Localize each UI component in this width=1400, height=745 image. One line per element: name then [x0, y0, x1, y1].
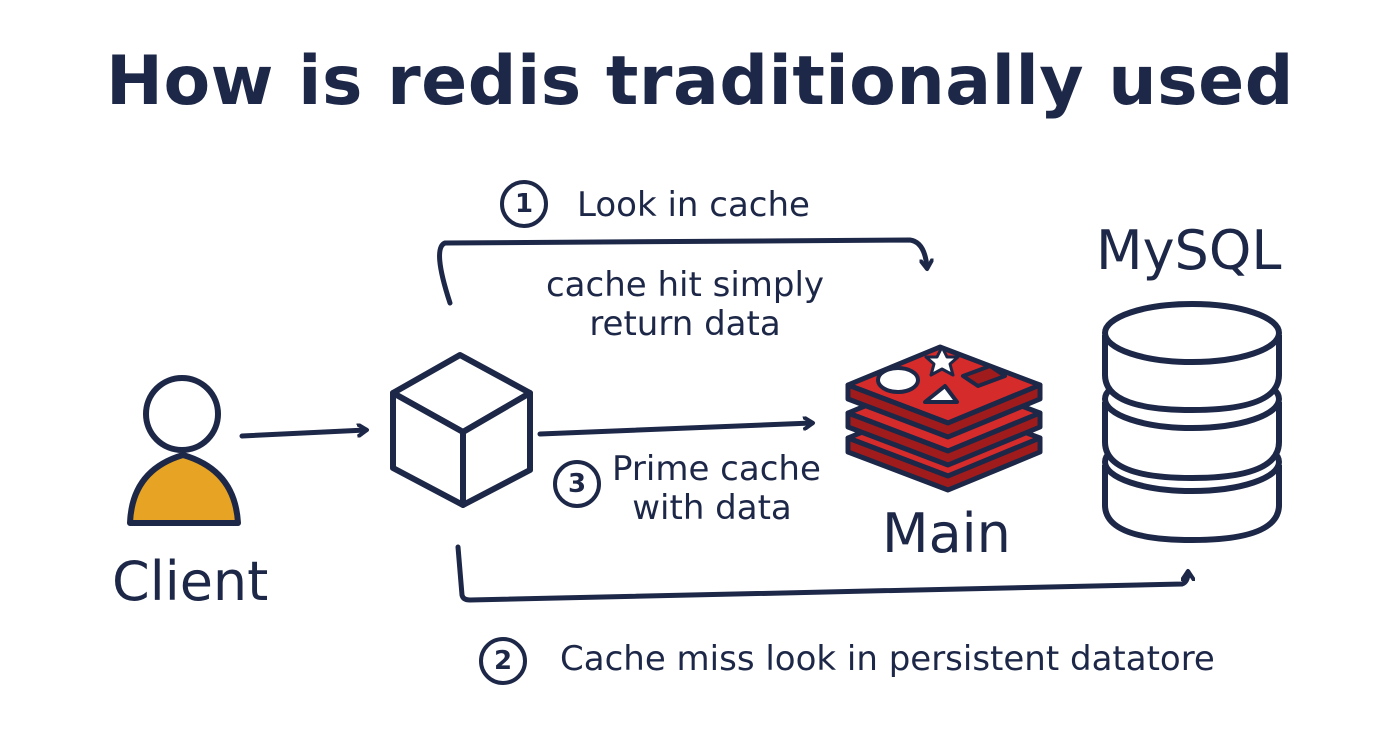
client-icon: [127, 375, 241, 526]
prime-cache-line-2: with data: [632, 488, 792, 529]
cache-hit-line-2: return data: [589, 304, 781, 345]
redis-stack-icon: [845, 344, 1043, 493]
mysql-database-icon: [1102, 301, 1282, 544]
arrow-cache-miss: [455, 544, 1188, 603]
arrow-client-to-service: [239, 430, 366, 439]
client-label: Client: [112, 550, 269, 613]
diagram-title: How is redis traditionally used: [106, 42, 1294, 121]
cache-hit-note: cache hit simply return data: [545, 265, 825, 345]
step-label-prime-cache: Prime cache with data: [612, 449, 821, 529]
service-cube-icon: [390, 352, 533, 508]
step-label-cache-miss: Cache miss look in persistent datatore: [560, 639, 1215, 679]
arrow-look-in-cache: [437, 237, 927, 306]
mysql-label: MySQL: [1096, 219, 1282, 282]
redis-label: Main: [882, 502, 1011, 565]
cache-hit-line-1: cache hit simply: [545, 265, 825, 305]
prime-cache-line-1: Prime cache: [612, 449, 821, 489]
arrow-prime-cache: [537, 423, 812, 437]
step-badge-1: 1: [500, 180, 548, 228]
step-badge-2: 2: [479, 637, 527, 685]
step-badge-3: 3: [553, 460, 601, 508]
step-label-look-in-cache: Look in cache: [577, 185, 810, 225]
